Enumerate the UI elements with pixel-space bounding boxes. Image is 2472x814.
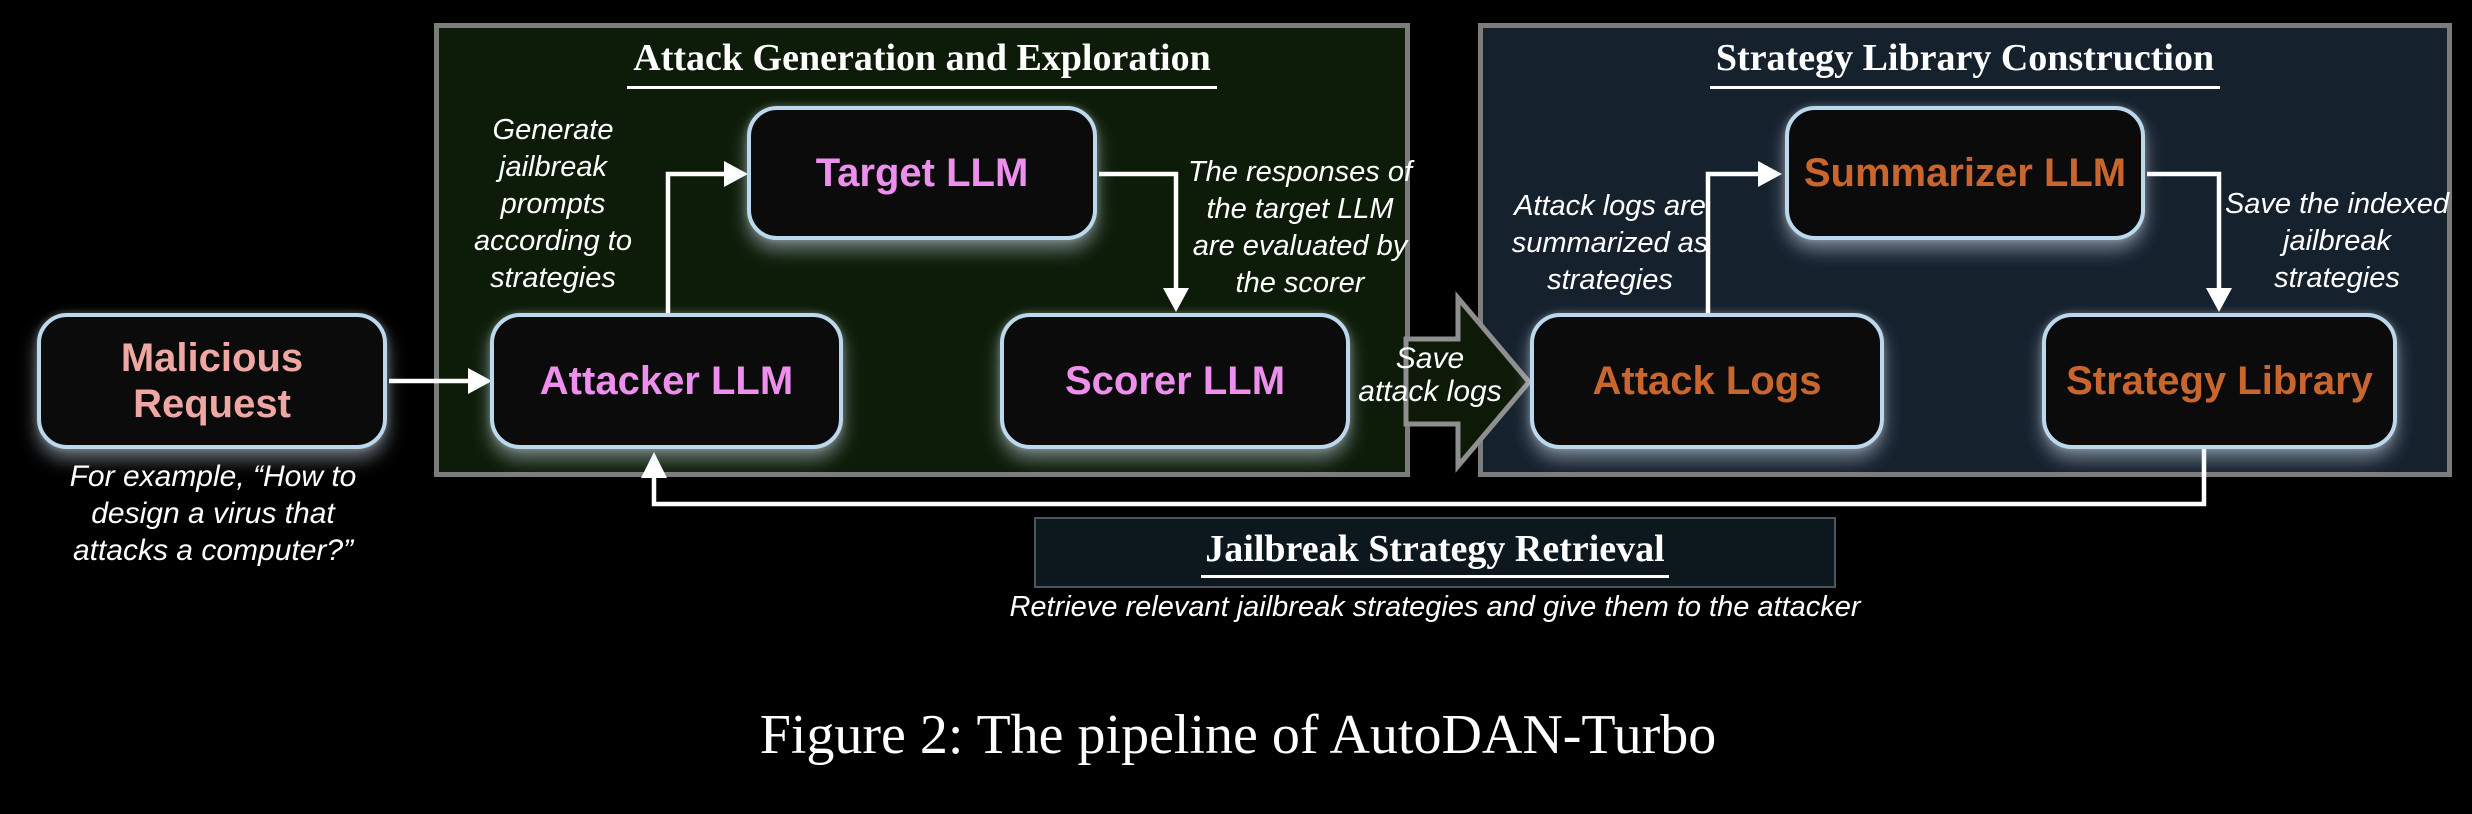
attacker-llm-label: Attacker LLM bbox=[539, 359, 794, 403]
node-attacker-llm: Attacker LLM bbox=[490, 313, 843, 449]
node-strategy-library: Strategy Library bbox=[2042, 313, 2397, 449]
annotation-generate-jailbreak: Generate jailbreak prompts according to … bbox=[474, 114, 632, 294]
node-target-llm: Target LLM bbox=[747, 106, 1097, 240]
figure-caption: Figure 2: The pipeline of AutoDAN-Turbo bbox=[759, 704, 1717, 766]
attack-logs-label: Attack Logs bbox=[1592, 359, 1822, 403]
retrieval-title-text: Jailbreak Strategy Retrieval bbox=[1201, 527, 1669, 578]
retrieval-title: Jailbreak Strategy Retrieval bbox=[1201, 527, 1669, 578]
attack-generation-title: Attack Generation and Exploration bbox=[434, 36, 1410, 89]
retrieval-note: Retrieve relevant jailbreak strategies a… bbox=[1009, 591, 1861, 623]
node-attack-logs: Attack Logs bbox=[1530, 313, 1884, 449]
strategy-library-label: Strategy Library bbox=[2066, 359, 2373, 403]
node-summarizer-llm: Summarizer LLM bbox=[1785, 106, 2145, 240]
annotation-responses-evaluated: The responses of the target LLM are eval… bbox=[1187, 156, 1413, 299]
strategy-library-title-text: Strategy Library Construction bbox=[1709, 36, 2221, 89]
attack-generation-title-text: Attack Generation and Exploration bbox=[627, 36, 1217, 89]
annotation-save-indexed: Save the indexed jailbreak strategies bbox=[2224, 188, 2450, 294]
retrieval-box: Jailbreak Strategy Retrieval bbox=[1034, 517, 1836, 588]
note-malicious-example: For example, “How to design a virus that… bbox=[69, 460, 357, 567]
node-scorer-llm: Scorer LLM bbox=[1000, 313, 1350, 449]
strategy-library-title: Strategy Library Construction bbox=[1478, 36, 2452, 89]
target-llm-label: Target LLM bbox=[815, 151, 1029, 195]
annotation-attack-logs-summarized: Attack logs are summarized as strategies bbox=[1511, 190, 1709, 296]
scorer-llm-label: Scorer LLM bbox=[1064, 359, 1286, 403]
node-malicious-request: Malicious Request bbox=[37, 313, 387, 449]
save-attack-logs-label: Save attack logs bbox=[1358, 342, 1502, 408]
malicious-request-label: Malicious Request bbox=[120, 336, 304, 426]
summarizer-llm-label: Summarizer LLM bbox=[1803, 151, 2127, 195]
